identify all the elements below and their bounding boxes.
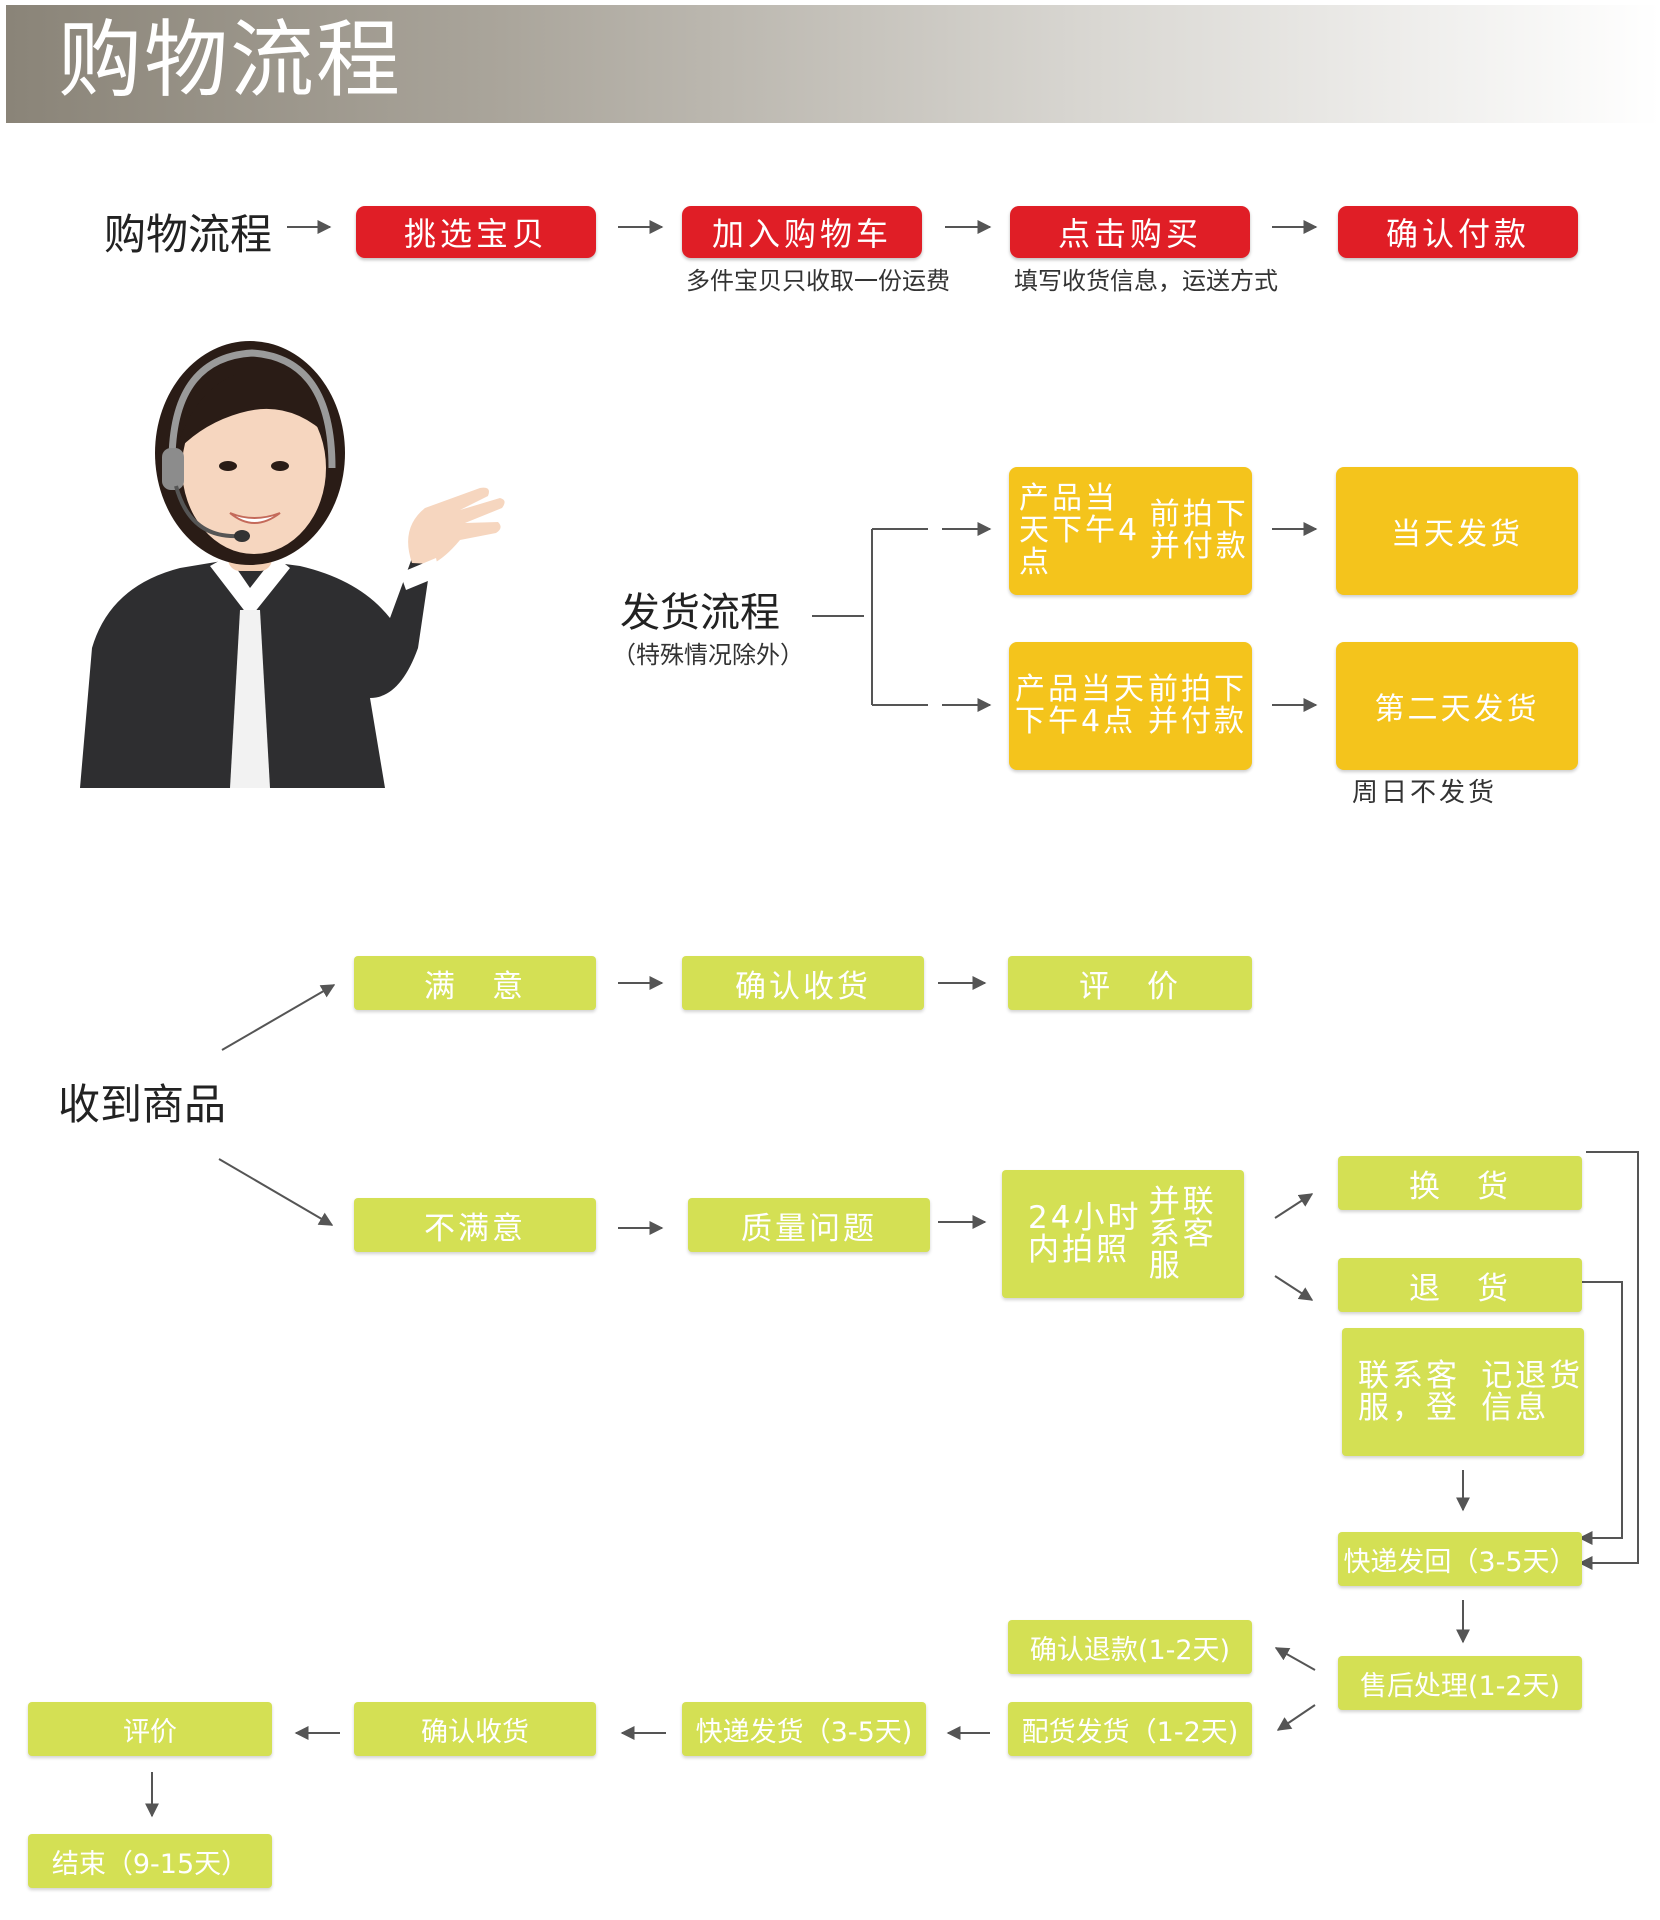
step-click-buy: 点击购买 [1010,206,1250,258]
header-banner [6,5,1660,123]
step-confirm-payment: 确认付款 [1338,206,1578,258]
box-exchange: 换 货 [1338,1156,1582,1210]
box-final-review: 评价 [28,1702,272,1756]
page-title: 购物流程 [58,11,403,109]
box-contact-register-return: 联系客服，登 记退货信息 [1342,1328,1584,1456]
shipping-flow-sublabel: （特殊情况除外） [612,641,804,669]
box-return: 退 货 [1338,1258,1582,1312]
box-after-sales: 售后处理(1-2天) [1338,1656,1582,1710]
ship-same-day: 当天发货 [1336,467,1578,595]
box-quality-issue: 质量问题 [688,1198,930,1252]
box-express-ship: 快递发货（3-5天) [682,1702,926,1756]
condition-before-4pm-line2: 前拍下并付款 [1149,497,1249,564]
box-satisfied: 满 意 [354,956,596,1010]
condition-after-4pm: 产品当天下午4点 前拍下并付款 [1009,642,1252,770]
box-final-confirm-receipt: 确认收货 [354,1702,596,1756]
box-express-return: 快递发回（3-5天） [1338,1532,1582,1586]
condition-after-4pm-line2: 前拍下并付款 [1147,672,1247,739]
condition-after-4pm-line1: 产品当天下午4点 [1015,672,1147,739]
ship-next-day: 第二天发货 [1336,642,1578,770]
customer-service-illustration [80,341,505,788]
box-contact-line2: 记退货信息 [1481,1358,1584,1426]
receipt-label: 收到商品 [58,1080,227,1129]
box-unsatisfied: 不满意 [354,1198,596,1252]
note-fill-shipping-info: 填写收货信息，运送方式 [1014,267,1278,295]
box-distribute-ship: 配货发货（1-2天) [1008,1702,1252,1756]
shipping-flow-label: 发货流程 [620,590,780,636]
box-review: 评 价 [1008,956,1252,1010]
condition-before-4pm-line1: 产品当天下午4点 [1019,481,1141,580]
condition-before-4pm: 产品当天下午4点 前拍下并付款 [1009,467,1252,595]
box-photo-line1: 24小时内拍照 [1028,1200,1142,1268]
box-photo-line2: 并联系客服 [1148,1184,1217,1284]
box-contact-line1: 联系客服，登 [1358,1358,1460,1426]
step-select-item: 挑选宝贝 [356,206,596,258]
shopping-flow-label: 购物流程 [104,210,273,259]
box-confirm-receipt: 确认收货 [682,956,924,1010]
step-add-to-cart: 加入购物车 [682,206,922,258]
box-photo-contact-service: 24小时内拍照 并联系客服 [1002,1170,1244,1298]
note-single-shipping-fee: 多件宝贝只收取一份运费 [686,267,950,295]
box-confirm-refund: 确认退款(1-2天) [1008,1620,1252,1674]
note-no-shipping-sunday: 周日不发货 [1352,778,1498,808]
box-end: 结束（9-15天） [28,1834,272,1888]
